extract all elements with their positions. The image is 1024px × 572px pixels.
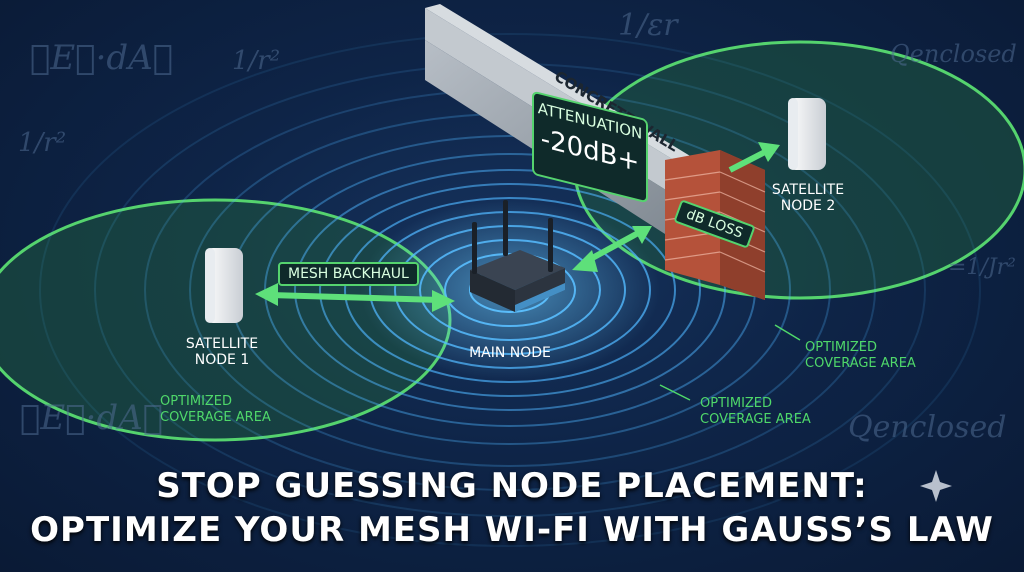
- main-node-label: MAIN NODE: [469, 345, 551, 361]
- link-arrow-wall: [572, 226, 652, 272]
- backhaul-arrow-left: [255, 283, 455, 312]
- satellite-node-1-device: [205, 248, 243, 323]
- coverage-label-left: OPTIMIZED COVERAGE AREA: [160, 394, 271, 425]
- satellite-node-2-label: SATELLITE NODE 2: [771, 182, 845, 215]
- gauss-formula-bottom: ∮E⃗·dA⃗: [20, 398, 164, 438]
- mesh-backhaul-tag: MESH BACKHAUL: [278, 262, 419, 286]
- q-enclosed-bottom: Qenclosed: [848, 410, 1007, 445]
- inverse-square-left: 1/r²: [18, 128, 67, 158]
- inverse-square-right: =1/Jr²: [948, 255, 1016, 280]
- link-arrow-satellite2: [728, 142, 780, 173]
- coverage-label-right: OPTIMIZED COVERAGE AREA: [805, 340, 916, 371]
- headline-line-1: STOP GUESSING NODE PLACEMENT:: [156, 466, 868, 506]
- sparkle-icon: [920, 470, 952, 502]
- inverse-epsilon: 1/εr: [618, 8, 678, 43]
- satellite-node-2-device: [788, 98, 826, 170]
- main-router: [470, 200, 565, 312]
- q-enclosed-top: Qenclosed: [890, 40, 1017, 68]
- gauss-formula-top: ∮E⃗·dA⃗: [30, 38, 174, 78]
- headline-line-2: OPTIMIZE YOUR MESH WI-FI WITH GAUSS’S LA…: [30, 510, 994, 550]
- inverse-square-top: 1/r²: [232, 46, 281, 76]
- coverage-label-center: OPTIMIZED COVERAGE AREA: [700, 396, 811, 427]
- satellite-node-1-label: SATELLITE NODE 1: [185, 336, 259, 369]
